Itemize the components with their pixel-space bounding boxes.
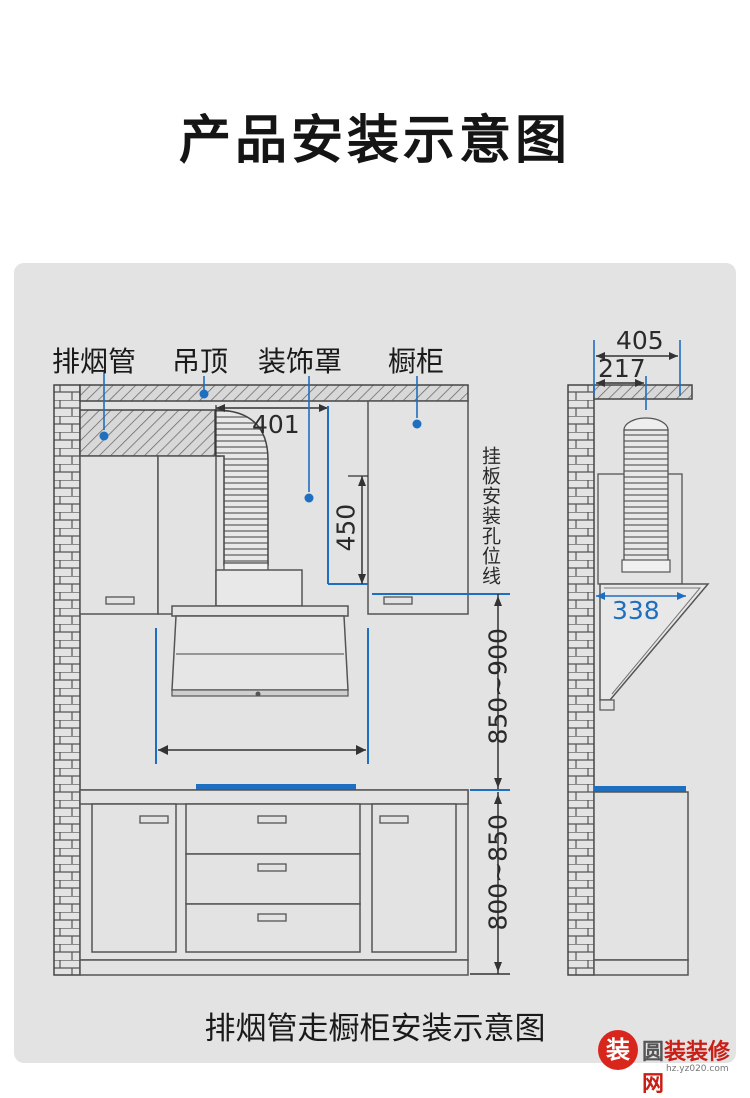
right-brick-wall xyxy=(567,384,595,976)
label-ceiling: 吊顶 xyxy=(172,345,229,378)
label-cabinet: 橱柜 xyxy=(388,345,445,378)
dimension-401: 401 xyxy=(252,410,300,439)
left-brick-wall xyxy=(53,384,81,976)
label-exhaust-pipe: 排烟管 xyxy=(52,345,137,378)
upper-cabinet-left-inner xyxy=(157,455,217,615)
dimension-800-850: 800~850 xyxy=(483,814,513,931)
upper-cabinet-right-handle xyxy=(383,596,413,605)
side-exhaust-pipe xyxy=(623,429,669,563)
watermark-circle: 装 xyxy=(598,1030,638,1070)
dimension-850-900: 850~900 xyxy=(483,628,513,745)
side-base-cabinet xyxy=(593,791,689,961)
hood-top xyxy=(171,605,349,617)
page-title: 产品安装示意图 xyxy=(178,111,571,171)
label-hanging-plate-line: 挂板安装孔位线 xyxy=(479,446,501,586)
dimension-405: 405 xyxy=(616,326,664,355)
watermark-url: hz.yz020.com xyxy=(666,1064,729,1074)
decorative-cover xyxy=(215,569,303,607)
upper-cabinet-left-handle xyxy=(105,596,135,605)
label-decorative-cover: 装饰罩 xyxy=(258,345,343,378)
upper-cabinet-right xyxy=(367,400,469,615)
dimension-217: 217 xyxy=(598,354,646,383)
watermark-logo: 装 圆装装修网 hz.yz020.com xyxy=(596,1028,746,1097)
dimension-338: 338 xyxy=(612,596,660,625)
exhaust-pipe-elbow xyxy=(214,409,269,566)
dimension-450: 450 xyxy=(331,503,361,552)
range-hood xyxy=(171,615,349,691)
diagram-caption: 排烟管走橱柜安装示意图 xyxy=(204,1011,546,1047)
cooktop xyxy=(196,784,356,790)
right-ceiling-strip xyxy=(593,384,693,400)
upper-cabinet-left xyxy=(79,455,159,615)
ceiling-strip xyxy=(79,384,469,402)
plinth xyxy=(79,959,469,976)
